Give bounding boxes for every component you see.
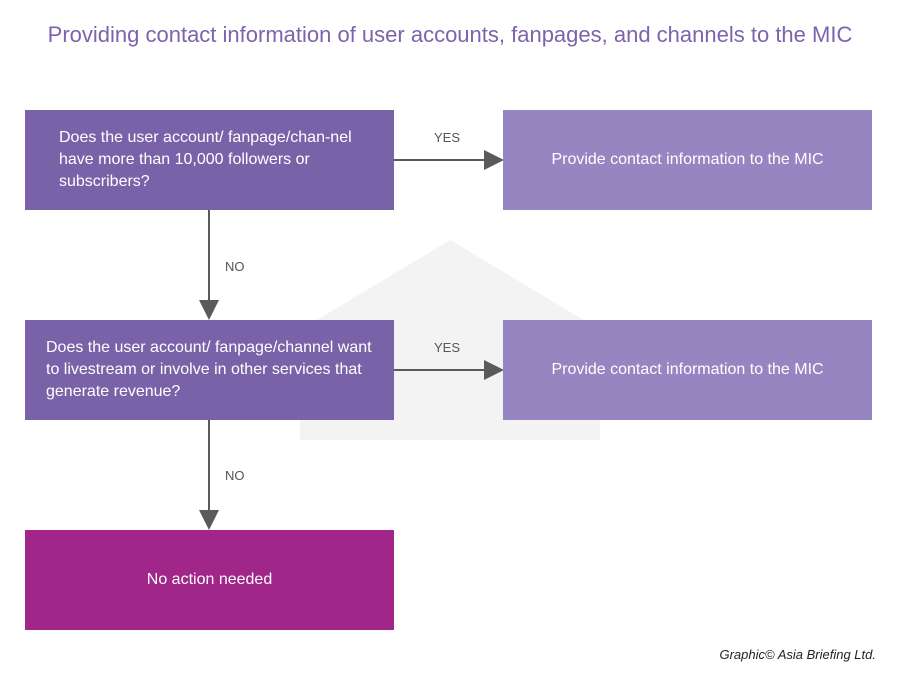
question-1-box: Does the user account/ fanpage/chan-nel …	[25, 110, 394, 210]
question-2-text: Does the user account/ fanpage/channel w…	[46, 339, 372, 400]
answer-2-box: Provide contact information to the MIC	[503, 320, 872, 420]
answer-1-box: Provide contact information to the MIC	[503, 110, 872, 210]
answer-2-text: Provide contact information to the MIC	[551, 361, 824, 378]
no-label-2: NO	[225, 468, 245, 483]
question-1-text: Does the user account/ fanpage/chan-nel …	[59, 129, 352, 190]
no-label-1: NO	[225, 259, 245, 274]
yes-label-2: YES	[434, 340, 461, 355]
answer-1-text: Provide contact information to the MIC	[551, 151, 824, 168]
question-2-box: Does the user account/ fanpage/channel w…	[25, 320, 394, 420]
credit: Graphic© Asia Briefing Ltd.	[719, 647, 876, 662]
page-title: Providing contact information of user ac…	[47, 22, 853, 47]
no-action-box: No action needed	[25, 530, 394, 630]
yes-label-1: YES	[434, 130, 461, 145]
no-action-text: No action needed	[146, 571, 273, 588]
